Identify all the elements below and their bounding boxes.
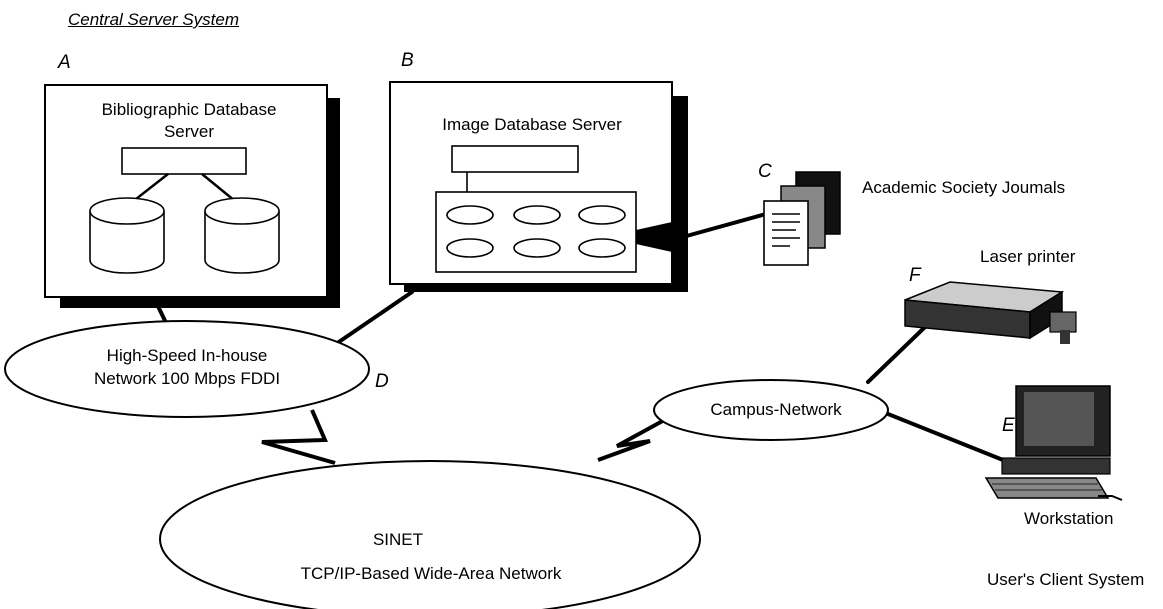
journals-label: Academic Society Joumals — [862, 178, 1066, 197]
journals-letter: C — [758, 161, 772, 182]
workstation-letter: E — [1002, 415, 1015, 436]
fddi-label-line2: Network 100 Mbps FDDI — [93, 369, 281, 388]
laser-printer-icon — [904, 281, 1077, 344]
journal-documents-icon — [763, 171, 841, 266]
server-a-letter: A — [58, 52, 71, 73]
sinet-label-line2: TCP/IP-Based Wide-Area Network — [300, 564, 562, 583]
server-b-title: Image Database Server — [442, 115, 622, 134]
fddi-label-line1: High-Speed In-house — [106, 346, 268, 365]
database-disk-1-icon — [89, 197, 165, 274]
wan-link-fddi-sinet — [261, 409, 336, 465]
optical-disk-icon — [578, 238, 626, 258]
fddi-letter: D — [375, 371, 389, 392]
optical-disk-icon — [446, 238, 494, 258]
optical-disk-icon — [578, 205, 626, 225]
optical-disk-icon — [513, 205, 561, 225]
server-a-box — [44, 84, 340, 308]
link-campus-to-printer — [866, 325, 927, 384]
client-system-label: User's Client System — [987, 570, 1145, 589]
server-a-title-line1: Bibliographic Database — [101, 100, 277, 119]
image-storage-array — [435, 191, 637, 273]
fddi-network-ellipse — [4, 320, 370, 418]
printer-letter: F — [909, 265, 921, 286]
sinet-label-line1: SINET — [372, 530, 424, 549]
server-a-controller — [121, 147, 247, 175]
link-campus-to-workstation — [876, 408, 1005, 462]
server-b-controller — [451, 145, 579, 173]
database-disk-2-icon — [204, 197, 280, 274]
optical-disk-icon — [513, 238, 561, 258]
campus-network-ellipse — [653, 379, 889, 441]
printer-label: Laser printer — [980, 247, 1076, 266]
sinet-ellipse — [159, 460, 701, 609]
workstation-label: Workstation — [1024, 509, 1114, 528]
link-b-to-fddi — [328, 290, 414, 350]
campus-network-label: Campus-Network — [710, 400, 842, 419]
wan-link-campus-sinet — [597, 416, 669, 462]
server-b-box — [389, 81, 688, 292]
workstation-icon — [984, 385, 1123, 501]
optical-disk-icon — [446, 205, 494, 225]
server-b-letter: B — [401, 50, 414, 71]
page-title: Central Server System — [68, 10, 239, 29]
server-a-title-line2: Server — [163, 122, 215, 141]
